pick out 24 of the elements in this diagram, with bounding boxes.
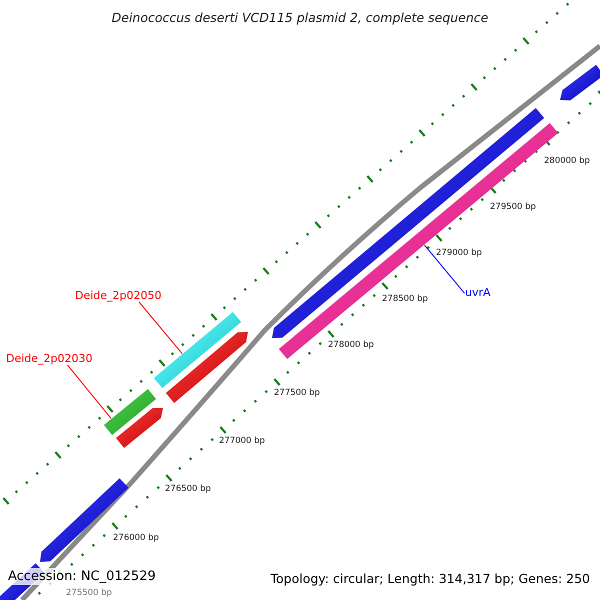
position-label: 277500 bp (274, 388, 320, 398)
position-label: 278000 bp (328, 340, 374, 350)
gene-feature-bar (166, 332, 248, 403)
position-label: 276000 bp (113, 533, 159, 543)
leader-line (66, 364, 112, 419)
position-label: 277000 bp (219, 436, 265, 446)
position-label: 275500 bp (66, 588, 112, 598)
position-label: 279000 bp (436, 248, 482, 258)
leader-line (138, 302, 183, 354)
gene-bar (154, 312, 242, 388)
sequence-info-text: Topology: circular; Length: 314,317 bp; Genes: 250 (270, 571, 590, 586)
gene-bar (104, 389, 156, 435)
gene-label: Deide_2p02050 (75, 289, 162, 302)
gene-feature-bar (560, 64, 600, 100)
position-label: 280000 bp (544, 156, 590, 166)
leader-line (424, 244, 465, 294)
gene-feature-bar (116, 408, 163, 448)
position-label: 279500 bp (490, 202, 536, 212)
gene-label: uvrA (465, 286, 491, 299)
gene-feature-bar (272, 108, 544, 338)
position-label: 276500 bp (165, 484, 211, 494)
position-label: 278500 bp (382, 294, 428, 304)
map-title: Deinococcus deserti VCD115 plasmid 2, complete sequence (110, 10, 490, 25)
gene-label: Deide_2p02030 (6, 352, 93, 365)
